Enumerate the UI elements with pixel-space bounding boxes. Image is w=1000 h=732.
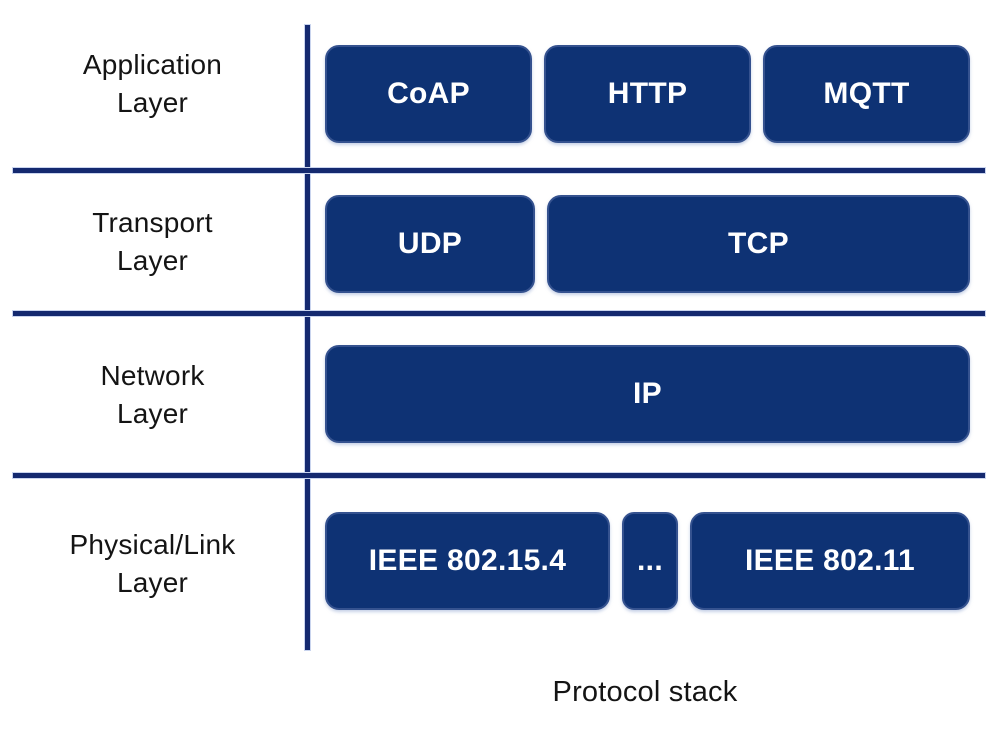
label-line: Layer (116, 567, 189, 598)
divider-application-transport (13, 168, 985, 173)
diagram-caption: Protocol stack (552, 676, 738, 708)
divider-network-physical (13, 473, 985, 478)
label-line: Layer (116, 397, 189, 429)
network-layer-boxes: IP (325, 345, 970, 443)
application-layer-boxes: CoAP HTTP MQTT (325, 45, 970, 143)
protocol-box-http: HTTP (544, 45, 751, 143)
protocol-box-coap: CoAP (325, 45, 532, 143)
label-network-layer: Network Layer (0, 316, 305, 473)
transport-layer-boxes: UDP TCP (325, 195, 970, 293)
label-transport-layer: Transport Layer (0, 173, 305, 311)
label-application-layer: Application Layer (0, 0, 305, 168)
protocol-box-udp: UDP (325, 195, 535, 293)
protocol-box-ellipsis: ... (622, 512, 678, 610)
label-line: Layer (116, 245, 189, 276)
label-line: Physical/Link (69, 529, 236, 560)
divider-transport-network (13, 311, 985, 316)
protocol-box-ieee-802-11: IEEE 802.11 (690, 512, 970, 610)
label-line: Layer (116, 87, 189, 118)
label-line: Transport (92, 207, 213, 238)
label-line: Application (82, 49, 223, 80)
protocol-box-ip: IP (325, 345, 970, 443)
physical-link-layer-boxes: IEEE 802.15.4 ... IEEE 802.11 (325, 512, 970, 610)
label-line: Network (100, 359, 205, 391)
protocol-box-tcp: TCP (547, 195, 970, 293)
protocol-box-mqtt: MQTT (763, 45, 970, 143)
protocol-box-ieee-802-15-4: IEEE 802.15.4 (325, 512, 610, 610)
label-physical-link-layer: Physical/Link Layer (0, 478, 305, 650)
vertical-divider-line (305, 25, 310, 650)
